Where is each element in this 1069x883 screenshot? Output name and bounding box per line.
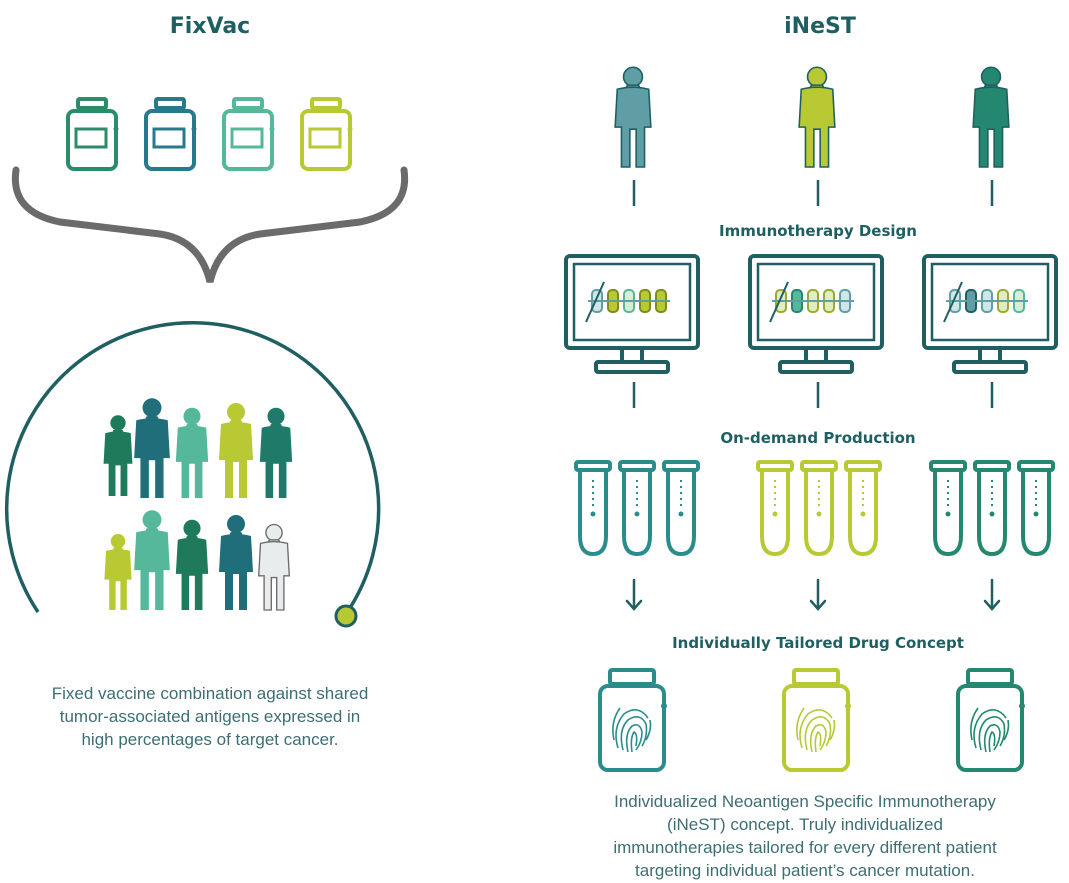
person-icon [104, 534, 132, 610]
monitor-icon [564, 254, 700, 374]
person-icon [103, 415, 133, 496]
inest-caption-line: immunotherapies tailored for every diffe… [613, 838, 997, 857]
person-icon [219, 403, 253, 498]
vial-icon [144, 97, 199, 171]
person-icon [219, 515, 253, 610]
peptide-sequence-icon [585, 281, 1028, 323]
connector-lines [632, 180, 994, 408]
fixvac-title: FixVac [169, 14, 251, 39]
stage-label-design: Immunotherapy Design [719, 222, 917, 240]
person-icon [134, 510, 170, 610]
stage-label-production: On-demand Production [720, 429, 916, 447]
arrow-down-icon [625, 578, 643, 611]
person-icon [175, 519, 209, 610]
fingerprint-vial-icon [598, 668, 669, 772]
test-tube-icon [844, 460, 882, 556]
arc-end-dot-icon [334, 604, 358, 628]
vial-icon [66, 97, 121, 171]
patient-icon [972, 66, 1010, 168]
person-icon [259, 407, 293, 498]
curly-brace-icon [11, 166, 409, 283]
person-icon [258, 523, 290, 611]
fixvac-caption: Fixed vaccine combination against shared… [0, 682, 420, 751]
monitor-icon [922, 254, 1058, 374]
fixvac-caption-line: high percentages of target cancer. [81, 730, 339, 749]
inest-caption-line: targeting individual patient’s cancer mu… [635, 861, 975, 880]
vial-icon [300, 97, 355, 171]
test-tube-icon [929, 460, 967, 556]
monitor-icon [748, 254, 884, 374]
inest-title: iNeST [784, 14, 856, 39]
fingerprint-vial-icon [956, 668, 1027, 772]
test-tube-icon [756, 460, 794, 556]
patient-icon [614, 66, 652, 168]
test-tube-icon [662, 460, 700, 556]
inest-caption-line: (iNeST) concept. Truly individualized [667, 815, 943, 834]
inest-caption-line: Individualized Neoantigen Specific Immun… [614, 792, 996, 811]
patient-icon [798, 66, 836, 168]
test-tube-icon [973, 460, 1011, 556]
inest-caption: Individualized Neoantigen Specific Immun… [550, 790, 1060, 882]
population-arc-icon [4, 321, 381, 615]
test-tube-icon [800, 460, 838, 556]
test-tube-icon [618, 460, 656, 556]
arrow-down-icon [983, 578, 1001, 611]
test-tube-icon [1017, 460, 1055, 556]
test-tube-icon [574, 460, 612, 556]
vial-icon [222, 97, 277, 171]
fixvac-caption-line: Fixed vaccine combination against shared [51, 684, 369, 703]
fixvac-caption-line: tumor-associated antigens expressed in [59, 707, 361, 726]
fingerprint-vial-icon [782, 668, 853, 772]
arrow-down-icon [809, 578, 827, 611]
stage-label-drug-concept: Individually Tailored Drug Concept [672, 634, 964, 652]
person-icon [134, 398, 170, 498]
person-icon [175, 407, 209, 498]
